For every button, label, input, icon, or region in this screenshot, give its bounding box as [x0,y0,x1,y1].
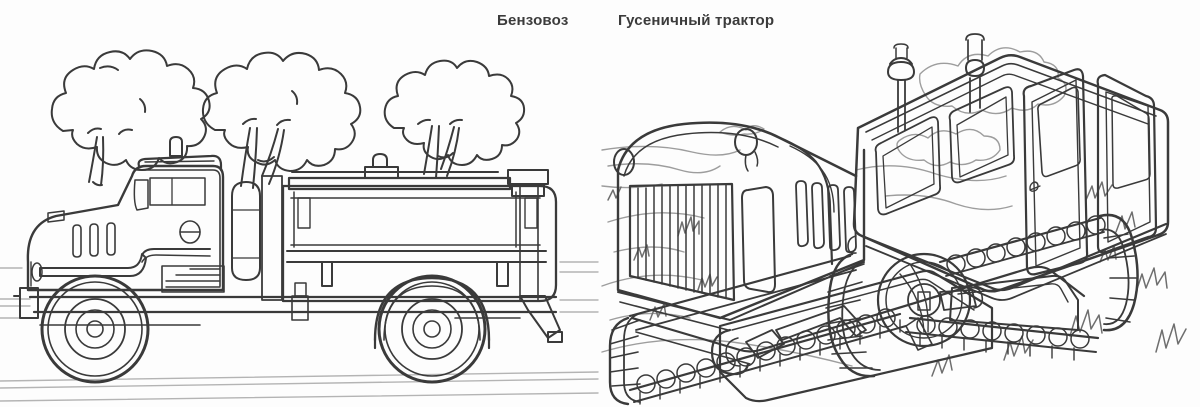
truck-cab [26,136,283,301]
exhaust-stack-secondary [965,33,985,113]
tank-body [281,153,558,303]
truck-illustration [0,49,599,402]
tree-left [50,49,211,187]
side-louvers [795,180,857,254]
exhaust-stack-main [887,43,915,133]
rear-fender [373,276,491,350]
track-rear [905,213,1139,361]
headlights [613,128,759,176]
track-rollers [628,308,907,405]
front-wheel [40,274,150,384]
drive-sprocket [825,252,984,378]
panel-tractor: Гусеничный трактор [600,0,1200,407]
track-frame [630,265,1086,403]
rear-wheel [377,274,487,384]
panel-truck: Бензовоз [0,12,599,402]
caption-tractor: Гусеничный трактор [618,12,775,29]
tree-middle [201,51,362,189]
tractor-illustration [601,33,1187,406]
ground-lines [0,261,599,402]
tree-right [383,59,526,179]
chassis [13,282,563,343]
caption-truck: Бензовоз [497,12,569,29]
engine-hood [613,121,866,331]
track-front [608,254,857,406]
